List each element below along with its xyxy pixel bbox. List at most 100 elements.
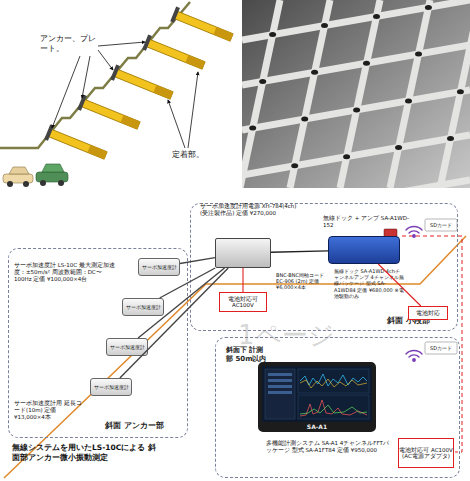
part-label: 定着部。 xyxy=(172,150,204,160)
anchor-body xyxy=(82,99,141,129)
cable-connector xyxy=(378,264,421,306)
anchor-body xyxy=(147,39,206,69)
node-text: サーボ加速度計 xyxy=(142,264,177,270)
cable-connector xyxy=(160,268,216,298)
wifi-icon xyxy=(406,227,422,238)
anchor-head xyxy=(405,98,412,103)
screen-button xyxy=(268,391,292,394)
cable-connector xyxy=(271,251,328,252)
sd-card xyxy=(425,219,457,231)
cable-connector xyxy=(180,258,215,264)
anchor-body xyxy=(115,69,174,99)
leader-line xyxy=(98,50,113,70)
wifi-dot xyxy=(413,359,415,361)
sensor-box: サーボ加速度計 xyxy=(90,378,132,396)
lattice-frame xyxy=(242,0,470,188)
leader-line xyxy=(168,100,185,148)
diagram-title: 無線システムを用いたLS-10Cによる 斜面部アンカー微小振動測定 xyxy=(12,443,162,463)
cable-connector xyxy=(120,268,228,378)
anchor-head xyxy=(249,126,256,131)
sensor-box: サーボ加速度計 xyxy=(138,258,180,276)
anchor-head xyxy=(425,5,432,10)
anchor-head xyxy=(373,14,380,19)
anchor-head xyxy=(301,117,308,122)
node-text: 斜面 アンカー部 xyxy=(105,421,164,431)
spec-note: 無線ドック SA-A1WD 4chチャンネルアンプ 4チャンネル無線パッケージ … xyxy=(334,268,404,299)
node-text: 電池対応可 AC100V xyxy=(220,296,266,309)
anchor-head xyxy=(363,61,370,66)
lattice-beam xyxy=(340,0,380,188)
anchor-fixing xyxy=(213,27,233,41)
anchor xyxy=(44,124,108,162)
anchor-head xyxy=(457,89,464,94)
lattice-beam xyxy=(390,0,430,188)
anchor-fixing xyxy=(87,145,107,159)
wireless-dock: 無線ドック + アンプ SA-A1WD-152 xyxy=(328,236,400,264)
lattice-beam xyxy=(290,0,330,188)
car-wheel xyxy=(7,181,13,187)
anchor xyxy=(142,34,206,72)
cable-connector xyxy=(138,268,224,338)
car-roof xyxy=(42,164,64,172)
anchor-head xyxy=(311,70,318,75)
sd-card-label: SDカード xyxy=(425,344,457,352)
node-text: 無線ドック + アンプ SA-A1WD-152 xyxy=(323,215,413,229)
sd-card xyxy=(425,342,457,354)
anchor-plate xyxy=(142,34,152,50)
car xyxy=(36,164,68,186)
lattice-beam xyxy=(242,45,470,85)
wifi-icon xyxy=(406,351,422,362)
leader-line xyxy=(188,72,198,148)
tablet-device: SA-A1 xyxy=(258,362,376,432)
anchor-head xyxy=(343,154,350,159)
screen-button xyxy=(268,373,292,376)
anchor-head xyxy=(395,145,402,150)
anchor-heads xyxy=(249,5,464,168)
node-text: SA-A1 xyxy=(262,423,372,431)
spectrum xyxy=(300,405,367,414)
wifi-arc xyxy=(409,355,419,357)
anchor-head xyxy=(321,23,328,28)
anchor-plate xyxy=(110,64,120,80)
spec-note: BNC-BNC同軸コード EC-906 (2m) 定価 ¥6,000×4本 xyxy=(276,272,330,291)
anchor-head xyxy=(291,163,298,168)
anchor-head xyxy=(269,32,276,37)
power-note-box: 電池対応可 AC100V (AC電源アダプタ) xyxy=(398,438,454,468)
node-text: サーボ加速度計用電源 XH-784(4ch) (受注製作品) 定価 ¥270,0… xyxy=(200,203,300,217)
anchor-fixing xyxy=(120,115,140,129)
screen-button xyxy=(268,379,292,382)
car-body xyxy=(36,172,68,182)
anchor-body xyxy=(49,129,108,159)
sensor-box: サーボ加速度計 xyxy=(106,338,148,356)
lattice-beam xyxy=(242,135,470,175)
spectrum xyxy=(300,400,367,416)
page-watermark: 1ページ xyxy=(238,320,335,350)
screen-background xyxy=(262,366,372,422)
anchor-head xyxy=(353,107,360,112)
lattice-beam xyxy=(242,0,280,188)
car-wheel xyxy=(58,180,64,186)
slope-photo xyxy=(242,0,470,188)
node-text: サーボ加速度計 xyxy=(94,384,129,390)
spec-note: サーボ加速度計 LS-10C 最大測定加速度：±50m/s² 周波数範囲：DC〜… xyxy=(14,262,116,282)
anchor xyxy=(110,64,174,102)
slope-profile-line xyxy=(4,236,466,478)
screen-panel xyxy=(298,369,369,393)
node-text: 電池対応可 AC100V (AC電源アダプタ) xyxy=(399,447,453,460)
lattice-beam xyxy=(242,180,470,188)
car-roof xyxy=(9,167,29,174)
spec-note: サーボ加速度計用 延長コード(10m) 定価 ¥13,000×4本 xyxy=(14,400,86,420)
screen-panel xyxy=(265,369,295,419)
anchor xyxy=(77,94,141,132)
anchor-fixing xyxy=(185,55,205,69)
cable-connector xyxy=(242,268,243,292)
part-label: アンカー、プレート。 xyxy=(40,34,100,54)
anchor-head xyxy=(415,52,422,57)
car-body xyxy=(3,174,33,183)
region-area: 斜面下 計測部 50m以内SA-A1電池対応可 AC100V (AC電源アダプタ… xyxy=(215,337,460,478)
wifi-arc xyxy=(409,231,419,233)
